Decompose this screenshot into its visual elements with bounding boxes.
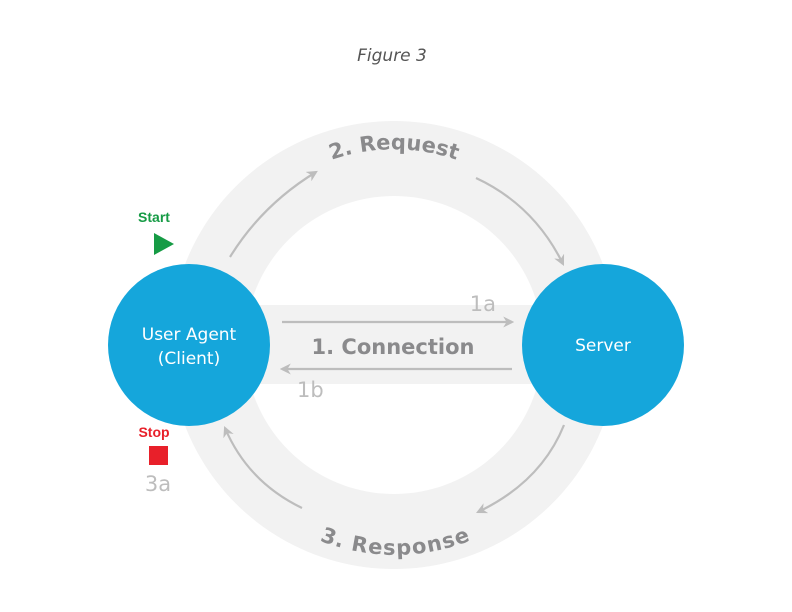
start-label: Start [138,209,170,225]
server-circle [522,264,684,426]
client-label-line1: User Agent [142,325,237,345]
connection-1b-label: 1b [297,378,324,402]
response-arrow-left [223,425,303,509]
figure-title: Figure 3 [357,46,427,66]
stop-square-icon [149,446,168,465]
request-arrow-right [475,177,565,266]
client-node: User Agent (Client) [108,264,270,426]
connection-band [250,305,540,384]
stop-label: Stop [138,424,169,440]
server-node: Server [522,264,684,426]
play-triangle-icon [154,233,174,255]
request-arrow-left [229,170,318,258]
server-label: Server [575,336,631,356]
client-circle [108,264,270,426]
connection-1a-label: 1a [470,292,496,316]
client-label-line2: (Client) [158,349,220,369]
stop-3a-label: 3a [145,472,171,496]
cycle-ring [169,121,618,569]
connection-label: 1. Connection [312,335,475,359]
response-arrow-right [476,424,566,514]
